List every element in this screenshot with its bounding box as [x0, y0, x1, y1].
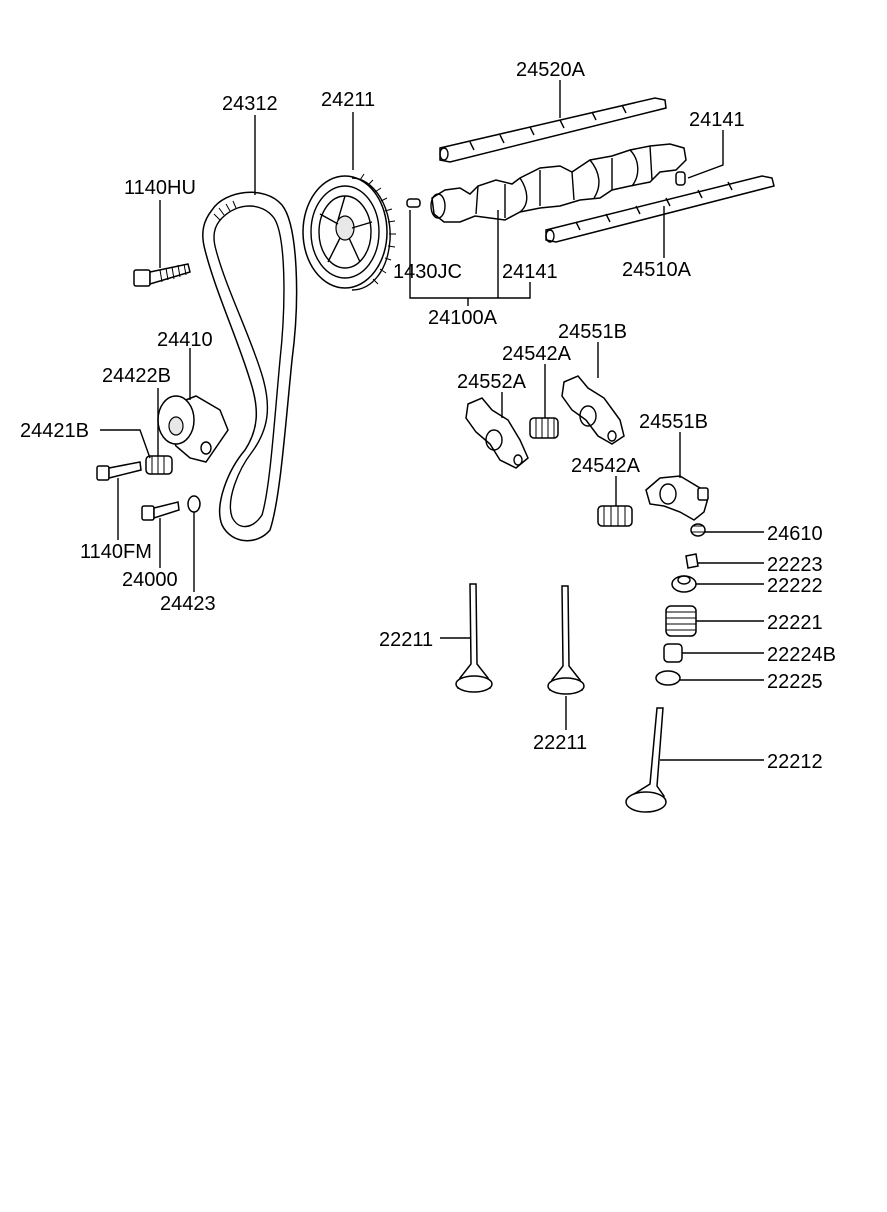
label-1140HU: 1140HU: [124, 177, 196, 199]
label-24542A-upper: 24542A: [502, 343, 572, 365]
rocker-shaft-24510A: [545, 175, 775, 243]
washer-24423: [187, 495, 201, 513]
label-22224B: 22224B: [767, 644, 836, 666]
label-24312: 24312: [222, 93, 278, 115]
label-22222: 22222: [767, 575, 823, 597]
tensioner-spring-24422B: [145, 455, 173, 475]
label-24542A-lower: 24542A: [571, 455, 641, 477]
bolt-24000: [141, 501, 180, 521]
rocker-arm-24551B-lower: [645, 475, 709, 521]
label-24421B: 24421B: [20, 420, 89, 442]
adjust-screw-24610: [690, 523, 706, 537]
dowel-pin-24141-upper: [675, 171, 686, 186]
spring-seat-22225: [655, 670, 681, 686]
rocker-arm-24551B-upper: [561, 375, 625, 445]
label-22225: 22225: [767, 671, 823, 693]
label-24410: 24410: [157, 329, 213, 351]
timing-belt: [202, 191, 298, 542]
rocker-shaft-24520A: [439, 97, 667, 163]
label-24510A: 24510A: [622, 259, 692, 281]
label-1430JC: 1430JC: [393, 261, 462, 283]
label-1140FM: 1140FM: [80, 541, 152, 563]
label-24423: 24423: [160, 593, 216, 615]
leader-lines: [100, 80, 764, 761]
label-24610: 24610: [767, 523, 823, 545]
valve-spring-22221: [665, 605, 697, 637]
bolt-1140FM: [96, 461, 142, 481]
exhaust-valve-22212: [625, 707, 667, 813]
valve-seal-22224B: [663, 643, 683, 663]
label-24141-lower: 24141: [502, 261, 558, 283]
pin-1430JC: [406, 198, 421, 208]
label-24422B: 24422B: [102, 365, 171, 387]
label-22211-left: 22211: [379, 629, 433, 651]
bolt-1140HU: [133, 263, 191, 287]
label-24211: 24211: [321, 89, 375, 111]
label-24141-upper: 24141: [689, 109, 745, 131]
label-24000: 24000: [122, 569, 178, 591]
label-24100A: 24100A: [428, 307, 498, 329]
label-22212: 22212: [767, 751, 823, 773]
spring-retainer-22222: [671, 575, 697, 593]
rocker-spring-24542A-lower: [597, 505, 633, 527]
rocker-arm-24552A: [465, 397, 529, 469]
rocker-spring-24542A-upper: [529, 417, 559, 439]
tensioner-pulley: [157, 395, 229, 463]
part-labels: 24520A 24141 24312 24211 1140HU 1430JC 2…: [20, 59, 836, 773]
label-24551B-upper: 24551B: [558, 321, 627, 343]
label-22211-right: 22211: [533, 732, 587, 754]
label-24552A: 24552A: [457, 371, 527, 393]
camshaft: [430, 143, 687, 223]
intake-valve-22211-left: [455, 583, 493, 693]
label-24551B-lower: 24551B: [639, 411, 708, 433]
label-24520A: 24520A: [516, 59, 586, 81]
intake-valve-22211-right: [547, 585, 585, 695]
label-22221: 22221: [767, 612, 823, 634]
valve-keeper-22223: [685, 553, 699, 569]
label-22223: 22223: [767, 554, 823, 576]
cam-sprocket: [302, 173, 396, 291]
